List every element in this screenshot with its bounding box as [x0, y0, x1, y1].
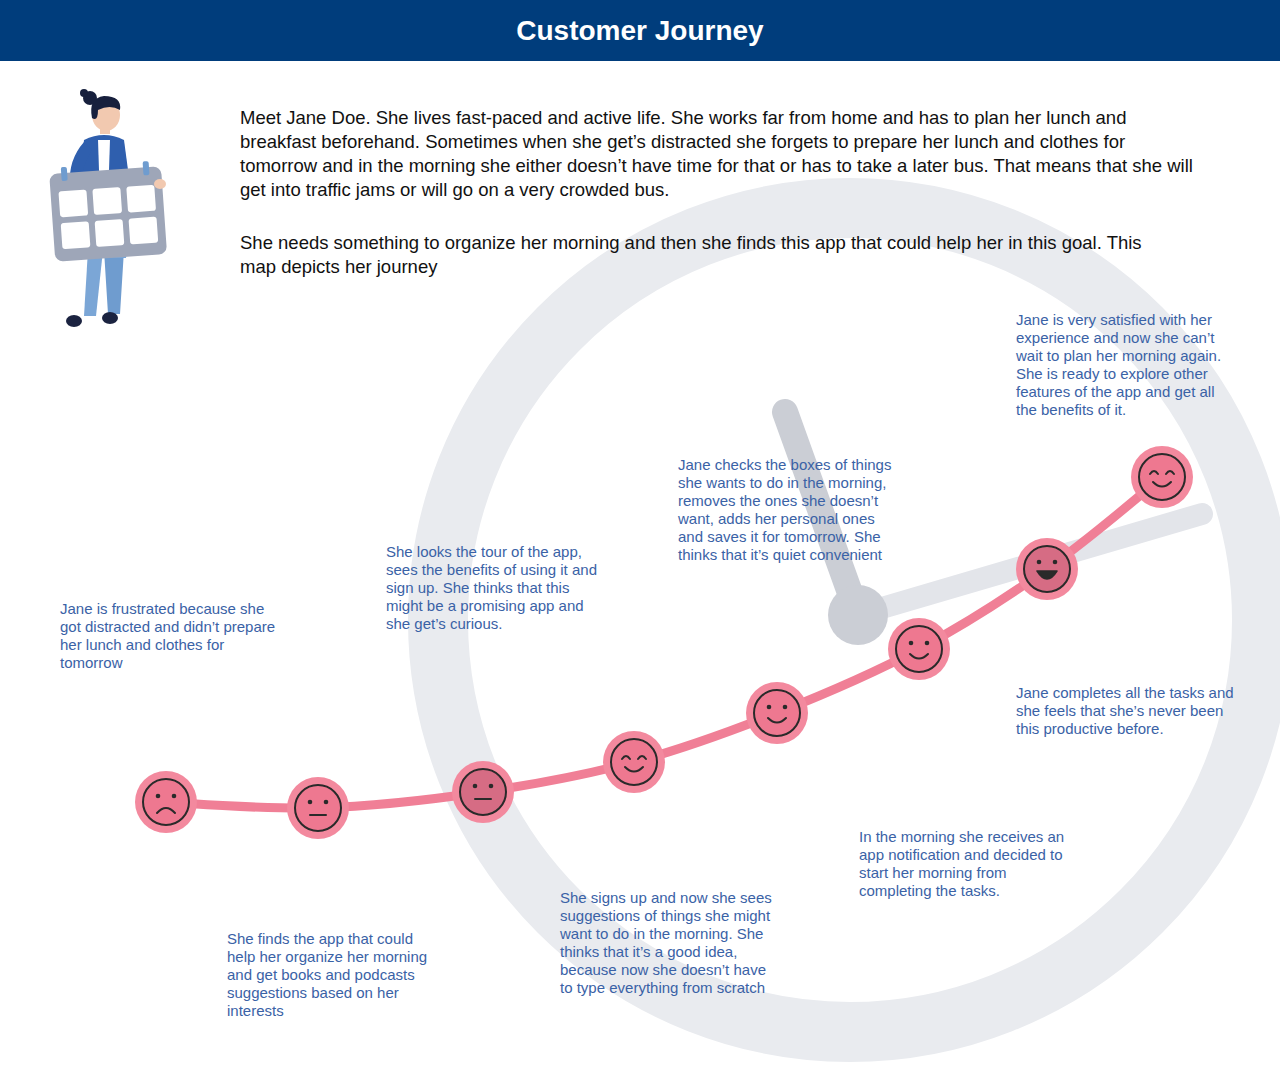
woman-shoe [66, 315, 82, 327]
delighted-face [1131, 446, 1193, 508]
face-disc [1024, 546, 1070, 592]
face-disc [754, 690, 800, 736]
face-ring [603, 731, 665, 793]
face-eye [1053, 560, 1058, 565]
grin-face [1016, 538, 1078, 600]
face-mouth [157, 808, 175, 813]
face-eye [473, 784, 478, 789]
smile-face [888, 618, 950, 680]
calendar-frame [49, 166, 167, 262]
calendar-cell [126, 185, 156, 213]
face-disc [1139, 454, 1185, 500]
neutral-face [287, 777, 349, 839]
clock-minute-hand [858, 514, 1202, 615]
journey-note: In the morning she receives an app notif… [859, 828, 1077, 900]
face-ring [1131, 446, 1193, 508]
face-disc [143, 779, 189, 825]
face-mouth [1037, 571, 1057, 579]
face-mouth [768, 718, 786, 723]
face-ring [287, 777, 349, 839]
journey-note: Jane is frustrated because she got distr… [60, 600, 278, 672]
face-eye [1037, 560, 1042, 565]
woman-bun [80, 89, 88, 97]
face-mouth [475, 798, 491, 800]
calendar-cell [95, 219, 125, 247]
calendar-cell [58, 189, 88, 217]
face-disc [460, 769, 506, 815]
sad-face [135, 771, 197, 833]
face-ring [135, 771, 197, 833]
face-eye [324, 800, 329, 805]
face-eye [156, 794, 161, 799]
face-disc [295, 785, 341, 831]
clock-center [828, 585, 888, 645]
journey-note: She looks the tour of the app, sees the … [386, 543, 608, 633]
woman-leg [84, 250, 103, 316]
content-face [603, 731, 665, 793]
woman-leg [104, 250, 124, 314]
face-eye [489, 784, 494, 789]
face-eye [783, 705, 788, 710]
calendar-cell [129, 217, 159, 245]
emotion-faces [135, 446, 1193, 839]
calendar-icon [49, 160, 167, 262]
journey-note: Jane completes all the tasks and she fee… [1016, 684, 1234, 738]
face-mouth [910, 654, 928, 659]
clock-ring [438, 208, 1262, 1032]
journey-note: Jane is very satisfied with her experien… [1016, 311, 1234, 419]
journey-curve [166, 477, 1162, 808]
face-mouth [625, 767, 643, 772]
face-eye [909, 641, 914, 646]
intro-text: She needs something to organize her morn… [240, 231, 1175, 279]
woman-hand [154, 179, 166, 189]
calendar-ring [143, 161, 150, 175]
face-ring [888, 618, 950, 680]
face-mouth [310, 814, 326, 816]
face-eye [172, 794, 177, 799]
calendar-ring [61, 167, 68, 181]
face-eye [767, 705, 772, 710]
title-bar: Customer Journey [0, 0, 1280, 61]
face-disc [611, 739, 657, 785]
face-mouth [1153, 482, 1171, 487]
face-ring [1016, 538, 1078, 600]
neutral-face [452, 761, 514, 823]
journey-note: Jane checks the boxes of things she want… [678, 456, 896, 564]
face-eye [308, 800, 313, 805]
woman-illustration [49, 89, 167, 327]
face-disc [896, 626, 942, 672]
face-eye [1150, 471, 1158, 474]
journey-note: She finds the app that could help her or… [227, 930, 442, 1020]
calendar-cell [61, 221, 91, 249]
woman-shoe [102, 312, 118, 324]
face-eye [622, 756, 630, 759]
face-ring [746, 682, 808, 744]
smile-face [746, 682, 808, 744]
intro-text: Meet Jane Doe. She lives fast-paced and … [240, 106, 1202, 202]
face-ring [452, 761, 514, 823]
face-eye [1166, 471, 1174, 474]
clock-symbol [438, 208, 1262, 1032]
journey-note: She signs up and now she sees suggestion… [560, 889, 782, 997]
face-eye [638, 756, 646, 759]
calendar-cell [92, 187, 122, 215]
page-title: Customer Journey [0, 0, 1280, 61]
face-eye [925, 641, 930, 646]
